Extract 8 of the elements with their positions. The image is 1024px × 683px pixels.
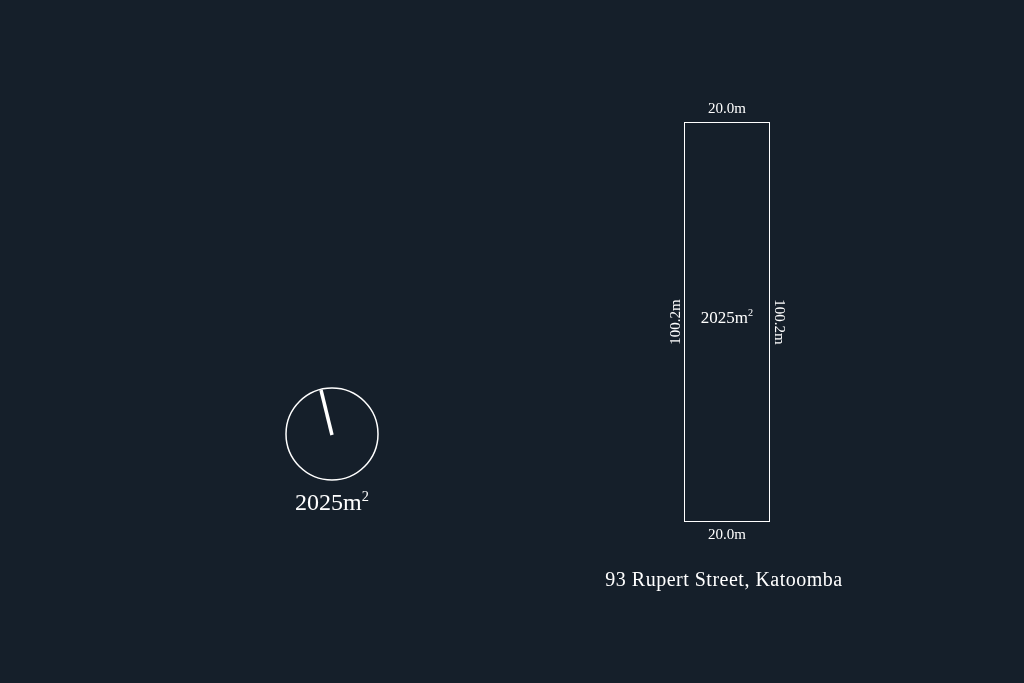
dimension-label: 100.2m	[771, 299, 787, 345]
dimension-label: 100.2m	[667, 299, 683, 345]
area-label: 2025m$^{2}$	[700, 308, 754, 326]
area-label: 2025m$^{2}$	[295, 490, 369, 514]
lot-boundary	[684, 122, 770, 522]
dimension-label: 20.0m	[708, 100, 746, 116]
dimension-label: 20.0m	[708, 526, 746, 542]
address-text: 93 Rupert Street, Katoomba	[605, 569, 843, 589]
